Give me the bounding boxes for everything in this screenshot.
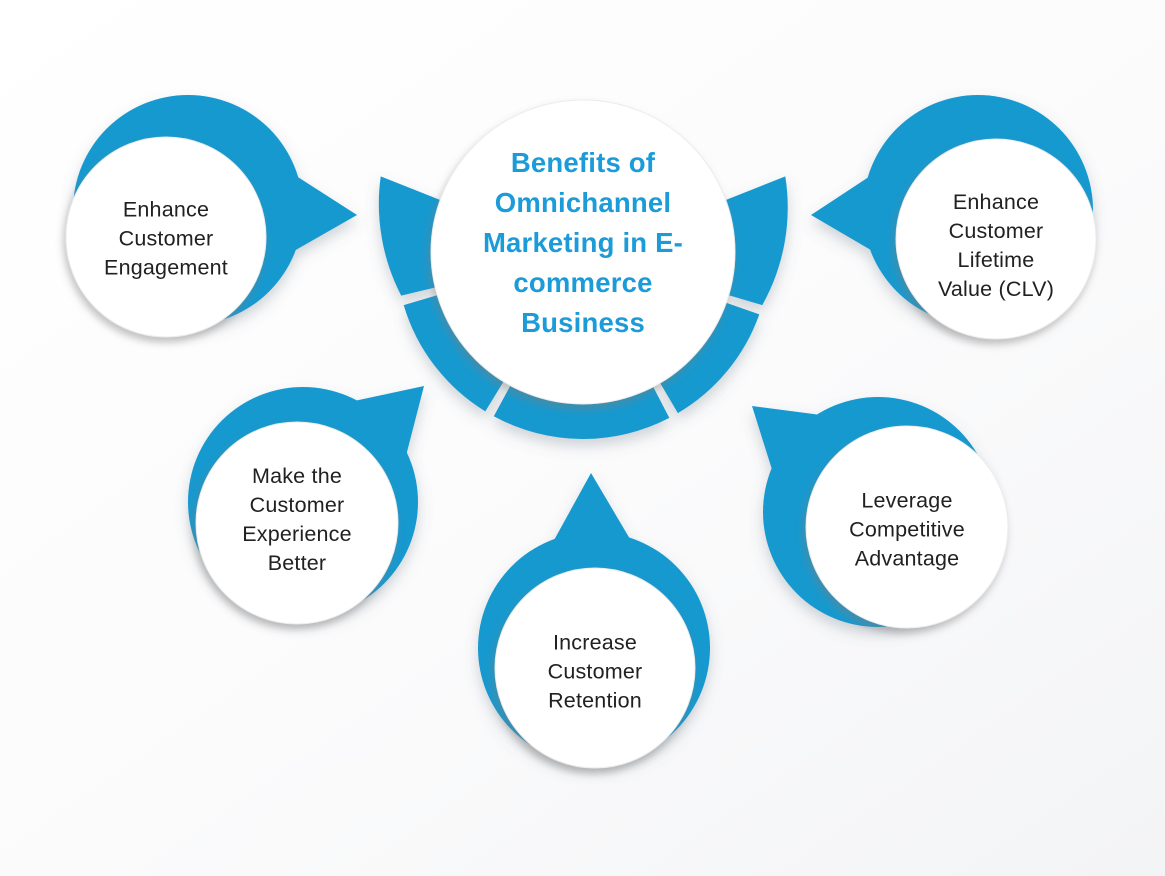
- pointer-up-left-icon: [752, 406, 844, 495]
- satellite-enhance-customer-lifetime-value-bubble: [895, 138, 1097, 340]
- pointer-up-icon: [542, 473, 643, 562]
- satellite-leverage-competitive-advantage-bubble: [805, 425, 1009, 629]
- hub-title: Benefits of Omnichannel Marketing in E- …: [482, 147, 684, 338]
- satellite-label-enhance-customer-engagement: Enhance Customer Engagement: [104, 197, 228, 280]
- satellite-make-customer-experience-better-bubble: [195, 421, 399, 625]
- hub-ring-segment-1: [378, 176, 443, 296]
- satellite-label-leverage-competitive-advantage: Leverage Competitive Advantage: [849, 488, 965, 571]
- satellite-increase-customer-retention-bubble: [494, 567, 696, 769]
- satellite-label-enhance-customer-lifetime-value: Enhance Customer Lifetime Value (CLV): [937, 190, 1055, 301]
- hub-circle: [430, 99, 736, 405]
- hub-ring-segment-2: [403, 294, 505, 412]
- hub-ring-segment-5: [723, 176, 788, 306]
- satellite-label-make-customer-experience-better: Make the Customer Experience Better: [242, 464, 352, 575]
- hub-ring-segment-4: [659, 302, 760, 414]
- pointer-right-icon: [273, 163, 357, 263]
- satellite-label-increase-customer-retention: Increase Customer Retention: [547, 630, 643, 713]
- pointer-up-right-icon: [331, 386, 424, 479]
- pointer-left-icon: [811, 163, 893, 263]
- satellite-enhance-customer-engagement-bubble: [65, 136, 267, 338]
